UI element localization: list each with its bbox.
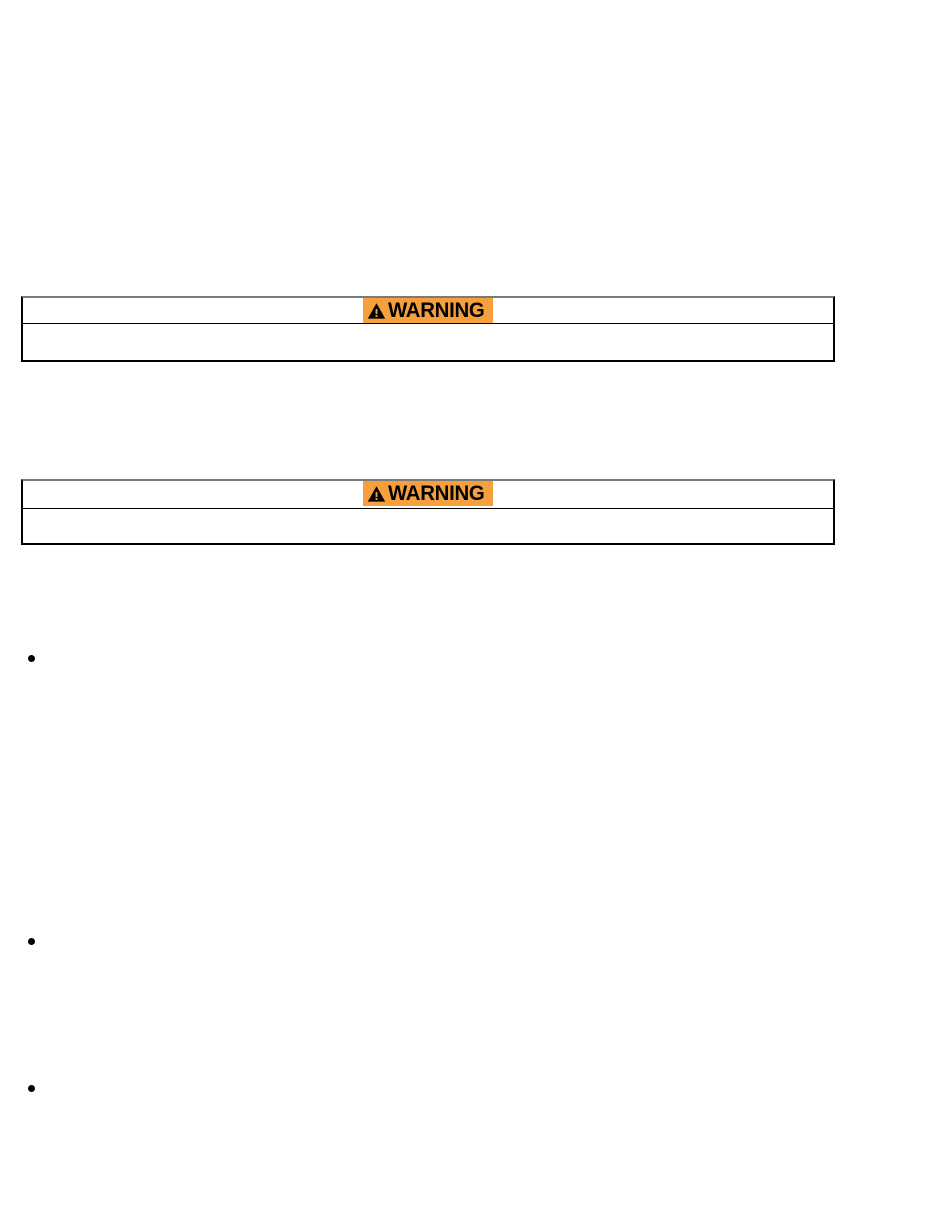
warning-body-row: [23, 509, 833, 543]
list-item: [28, 650, 908, 666]
warning-notice-box-2: WARNING: [21, 479, 835, 545]
bullet-point-icon: [28, 1084, 35, 1092]
warning-body-row: [23, 324, 833, 360]
list-item: [28, 1080, 908, 1096]
warning-header-row: WARNING: [23, 481, 833, 509]
bullet-point-icon: [28, 654, 35, 662]
warning-notice-box-1: WARNING: [21, 296, 835, 362]
warning-triangle-icon: [367, 485, 386, 503]
warning-badge-label: WARNING: [387, 299, 485, 322]
warning-badge: WARNING: [362, 298, 494, 323]
warning-badge-label: WARNING: [387, 482, 485, 505]
list-item: [28, 933, 908, 949]
bullet-point-icon: [28, 937, 35, 945]
warning-header-row: WARNING: [23, 298, 833, 324]
warning-triangle-icon: [367, 302, 386, 320]
warning-badge: WARNING: [362, 481, 494, 506]
